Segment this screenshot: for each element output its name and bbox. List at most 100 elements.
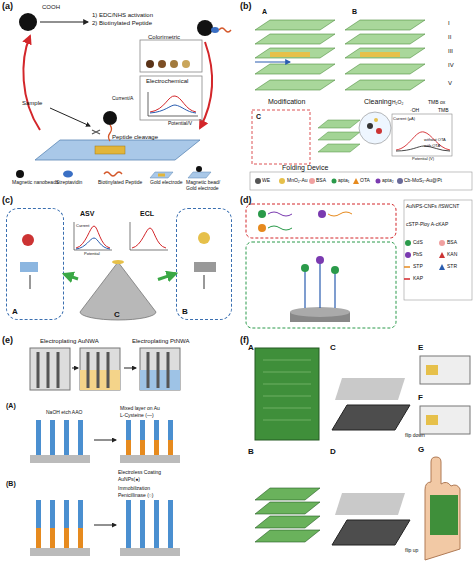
art-shape — [80, 348, 120, 390]
art-shape — [120, 455, 180, 463]
art-shape — [367, 123, 373, 129]
art-shape — [36, 420, 173, 455]
art-shape — [198, 232, 210, 244]
art-shape — [140, 76, 202, 120]
art-shape — [36, 420, 41, 455]
text-label: Colorimetric — [148, 34, 180, 41]
text-label: III — [448, 48, 453, 55]
art-shape — [376, 128, 382, 134]
art-shape — [301, 264, 309, 272]
legend-text: KAP — [413, 276, 423, 282]
art-shape — [335, 378, 405, 400]
art-shape — [392, 114, 452, 156]
art-shape — [328, 212, 352, 216]
flow-arrow — [64, 274, 78, 279]
art-shape — [64, 420, 69, 455]
panel-d-art — [246, 200, 472, 328]
art-shape — [76, 238, 110, 249]
text-label: (a) — [2, 2, 13, 12]
legend-text: AuNPS-CNFs /fSWCNT — [406, 204, 468, 210]
art-shape — [439, 252, 445, 258]
art-shape — [255, 502, 320, 514]
text-label: D — [330, 448, 336, 457]
art-shape — [420, 356, 470, 384]
art-shape — [270, 52, 310, 57]
art-shape — [104, 172, 122, 176]
legend-text: Gold electrode — [150, 180, 183, 186]
art-shape — [335, 378, 405, 515]
art-shape — [35, 140, 200, 160]
text-label: (b) — [240, 2, 252, 12]
art-shape — [30, 548, 90, 556]
art-shape — [258, 224, 266, 232]
art-shape — [196, 166, 202, 172]
panel-f-art — [255, 348, 470, 560]
text-label: Immobilization — [118, 486, 150, 492]
text-label: (A) — [6, 402, 16, 410]
art-shape — [140, 370, 180, 390]
art-shape — [255, 80, 335, 90]
art-shape — [246, 242, 396, 328]
art-shape — [255, 20, 335, 30]
art-shape — [50, 528, 55, 548]
art-shape — [255, 516, 320, 528]
art-shape — [246, 204, 396, 238]
art-shape — [263, 360, 311, 420]
art-shape — [30, 275, 31, 289]
art-shape — [258, 210, 266, 218]
art-shape — [30, 348, 70, 390]
art-shape — [345, 20, 425, 30]
box-label: A — [12, 307, 18, 316]
text-label: B — [248, 448, 254, 457]
text-label: (B) — [6, 480, 16, 488]
art-shape — [146, 60, 154, 68]
legend-text: OTA — [360, 178, 370, 184]
art-shape — [332, 520, 410, 545]
art-shape — [36, 500, 41, 548]
art-shape — [252, 110, 310, 164]
text-label: (f) — [240, 336, 249, 346]
art-shape — [158, 60, 166, 68]
art-shape — [255, 488, 320, 542]
text-label: Electroplating PtNWA — [132, 338, 189, 345]
art-shape — [154, 440, 159, 455]
text-label: 2) Biotinylated Peptide — [92, 20, 152, 27]
art-shape — [148, 92, 149, 116]
art-shape — [120, 548, 180, 556]
text-label: Electroless Coating — [118, 470, 161, 476]
art-shape — [126, 500, 131, 548]
art-shape — [405, 240, 411, 246]
text-label: ASV — [80, 210, 94, 218]
art-shape — [318, 132, 360, 140]
text-label: (e) — [2, 336, 13, 346]
art-shape — [150, 172, 173, 178]
art-shape — [124, 368, 136, 369]
art-shape — [130, 250, 168, 251]
text-label: with OTA — [424, 144, 440, 148]
text-label: Folding Device — [282, 164, 328, 172]
text-label: Mixed layer on Au — [120, 406, 160, 412]
art-shape — [36, 528, 83, 548]
art-shape — [345, 80, 425, 90]
box-label: C — [114, 310, 120, 319]
text-label: NaOH etch AAO — [46, 410, 82, 416]
art-shape — [332, 179, 337, 184]
text-label: Electrochemical — [146, 78, 188, 85]
art-shape — [80, 370, 120, 390]
art-shape — [255, 48, 335, 58]
dashed-box: A — [6, 208, 64, 320]
art-shape — [182, 60, 190, 68]
legend-text: Biotinylated Peptide — [98, 180, 142, 186]
art-shape — [318, 120, 360, 128]
art-shape — [23, 36, 40, 130]
art-shape — [150, 105, 196, 113]
art-shape — [140, 348, 180, 390]
art-shape — [316, 256, 324, 264]
art-shape — [405, 252, 411, 258]
art-shape — [132, 228, 166, 248]
art-shape — [92, 130, 100, 134]
art-shape — [36, 528, 41, 548]
legend-text: cSTP-Ploy A-cKAP — [406, 222, 468, 228]
dashed-box: B — [176, 208, 232, 320]
art-shape — [404, 278, 410, 280]
